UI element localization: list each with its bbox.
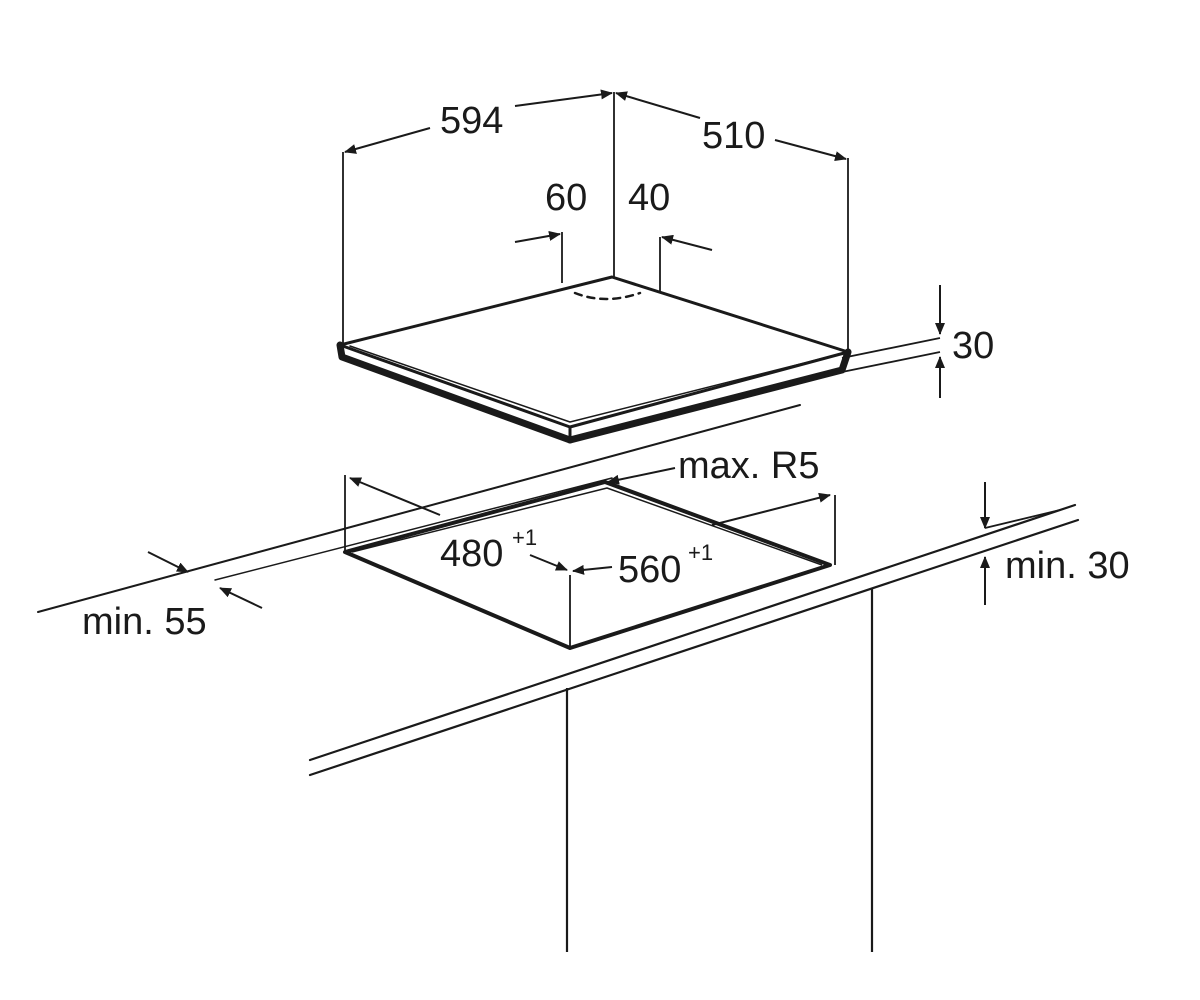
- hob-inner-highlight: [349, 345, 841, 423]
- cabinet-sides: [565, 588, 874, 952]
- worktop-front-edge-2: [308, 518, 1080, 777]
- hob-dimension-arrows: [344, 89, 945, 398]
- label-below-clearance: min. 30: [1005, 545, 1130, 587]
- cutout: [343, 480, 832, 650]
- hob-front-left-edge: [336, 341, 574, 444]
- label-cutout-width-tolerance: +1: [688, 540, 713, 565]
- label-cutout-depth: 480: [440, 533, 503, 575]
- cutout-inner-edge: [351, 487, 823, 566]
- label-cutout-depth-tolerance: +1: [512, 525, 537, 550]
- hob-extension-lines: [342, 92, 941, 373]
- worktop-front-edge-1: [308, 503, 1077, 762]
- label-front-clearance: min. 55: [82, 601, 207, 643]
- cutout-extension-lines: [344, 475, 1061, 648]
- label-cutout-width: 560: [618, 549, 681, 591]
- label-hob-width: 594: [440, 100, 503, 142]
- cutout-outline: [343, 480, 832, 650]
- worktop-clearance-line: [214, 477, 613, 581]
- label-hob-height: 30: [952, 325, 994, 367]
- label-inlet-right: 40: [628, 177, 670, 219]
- cutout-dimension-arrows: [147, 467, 990, 609]
- hob-top-surface: [338, 275, 850, 429]
- worktop-back-edge-1: [37, 404, 801, 613]
- label-hob-depth: 510: [702, 115, 765, 157]
- worktop: [37, 404, 1080, 777]
- label-inlet-left: 60: [545, 177, 587, 219]
- label-corner-radius: max. R5: [678, 445, 819, 487]
- hob-outline: [336, 275, 852, 444]
- gas-inlet-dashed: [573, 291, 642, 301]
